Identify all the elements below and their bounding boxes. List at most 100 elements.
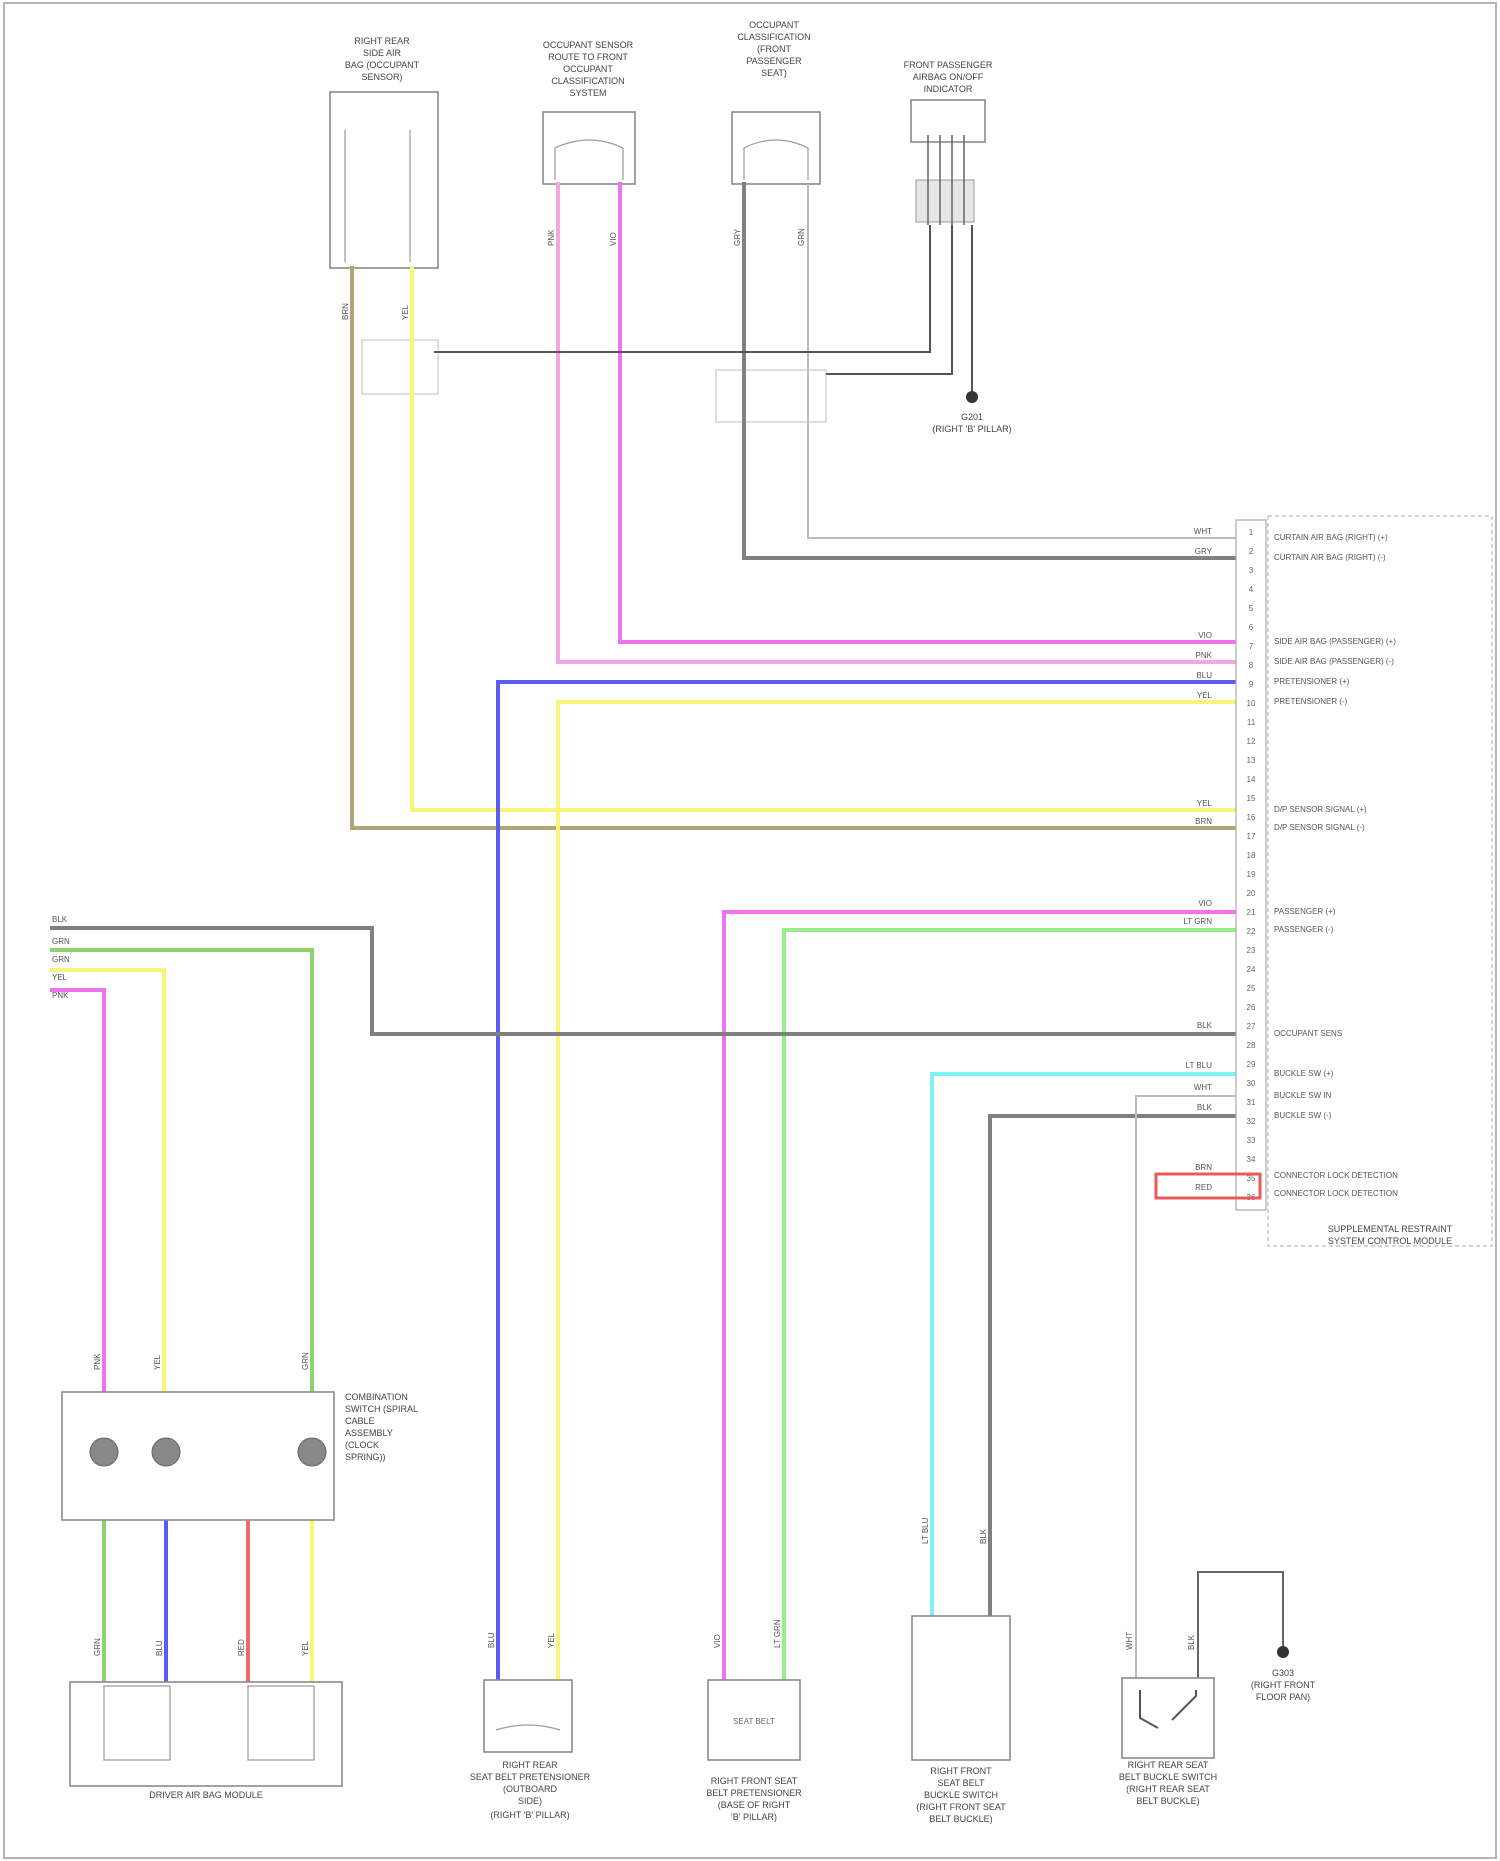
svg-text:LT BLU: LT BLU xyxy=(921,1517,930,1544)
srs-pin-number: 25 xyxy=(1247,984,1256,993)
svg-text:VIO: VIO xyxy=(609,232,618,246)
svg-text:ROUTE TO FRONT: ROUTE TO FRONT xyxy=(548,52,628,62)
srs-pin-number: 33 xyxy=(1247,1136,1256,1145)
svg-text:YEL: YEL xyxy=(1197,799,1213,808)
svg-text:ASSEMBLY: ASSEMBLY xyxy=(345,1428,393,1438)
svg-text:CABLE: CABLE xyxy=(345,1416,375,1426)
svg-text:(FRONT: (FRONT xyxy=(757,44,791,54)
svg-text:BUCKLE SW (+): BUCKLE SW (+) xyxy=(1274,1069,1334,1078)
occupant-sensor-module-box xyxy=(543,112,635,184)
svg-text:BLK: BLK xyxy=(1197,1103,1213,1112)
occupant-classification-sensor-label: OCCUPANT CLASSIFICATION (FRONT PASSENGER… xyxy=(737,20,810,78)
srs-pin-number: 19 xyxy=(1247,870,1256,879)
srs-pin-number: 13 xyxy=(1247,756,1256,765)
srs-pin-number: 16 xyxy=(1247,813,1256,822)
svg-text:G201: G201 xyxy=(961,412,983,422)
svg-text:CONNECTOR LOCK DETECTION: CONNECTOR LOCK DETECTION xyxy=(1274,1171,1398,1180)
svg-text:OCCUPANT SENSOR: OCCUPANT SENSOR xyxy=(543,40,634,50)
srs-pin-number: 15 xyxy=(1247,794,1256,803)
wire-gray-classification xyxy=(744,184,1255,558)
driver-airbag-box xyxy=(70,1682,342,1786)
srs-pin-number: 14 xyxy=(1247,775,1256,784)
svg-text:SIDE AIR BAG (PASSENGER) (+): SIDE AIR BAG (PASSENGER) (+) xyxy=(1274,637,1396,646)
svg-text:AIRBAG ON/OFF: AIRBAG ON/OFF xyxy=(913,72,984,82)
ground-right-label: G303 (RIGHT FRONT FLOOR PAN) xyxy=(1251,1668,1316,1702)
svg-text:BRN: BRN xyxy=(341,303,350,320)
srs-pin-number: 1 xyxy=(1249,528,1254,537)
svg-text:OCCUPANT: OCCUPANT xyxy=(563,64,613,74)
svg-text:PNK: PNK xyxy=(52,991,69,1000)
srs-pin-number: 20 xyxy=(1247,889,1256,898)
driver-airbag-label: DRIVER AIR BAG MODULE xyxy=(149,1790,263,1800)
svg-text:WHT: WHT xyxy=(1194,527,1212,536)
srs-module-outline xyxy=(1268,516,1492,1246)
srs-pin-number: 24 xyxy=(1247,965,1256,974)
svg-text:VIO: VIO xyxy=(713,1634,722,1648)
srs-pin-number: 29 xyxy=(1247,1060,1256,1069)
svg-text:BELT BUCKLE SWITCH: BELT BUCKLE SWITCH xyxy=(1119,1772,1217,1782)
combination-switch-label: COMBINATION SWITCH (SPIRAL CABLE ASSEMBL… xyxy=(345,1392,418,1462)
rear-buckle-switch-box xyxy=(1122,1678,1214,1758)
srs-pin-number: 23 xyxy=(1247,946,1256,955)
right-rear-side-airbag-label: RIGHT REAR SIDE AIR BAG (OCCUPANT SENSOR… xyxy=(345,36,420,82)
svg-text:BLK: BLK xyxy=(979,1528,988,1544)
svg-text:RIGHT FRONT SEAT: RIGHT FRONT SEAT xyxy=(711,1776,798,1786)
inline-connector-a xyxy=(362,340,438,394)
srs-pin-number: 10 xyxy=(1247,699,1256,708)
wire-pink-clockspring xyxy=(52,990,104,1390)
svg-text:BLK: BLK xyxy=(1197,1021,1213,1030)
wire-lt-green-front xyxy=(784,930,1255,1684)
svg-text:RIGHT REAR: RIGHT REAR xyxy=(354,36,410,46)
svg-text:GRN: GRN xyxy=(93,1638,102,1656)
srs-pin-number: 8 xyxy=(1249,661,1254,670)
svg-text:(OUTBOARD: (OUTBOARD xyxy=(503,1784,558,1794)
svg-text:PASSENGER: PASSENGER xyxy=(746,56,802,66)
svg-text:BLU: BLU xyxy=(487,1632,496,1648)
inline-connector-b xyxy=(716,370,826,422)
clockspring-contact-1 xyxy=(90,1438,118,1466)
wire-indicator-1 xyxy=(434,225,930,352)
svg-text:PASSENGER (-): PASSENGER (-) xyxy=(1274,925,1334,934)
svg-text:BELT PRETENSIONER: BELT PRETENSIONER xyxy=(706,1788,802,1798)
occupant-sensor-module-label: OCCUPANT SENSOR ROUTE TO FRONT OCCUPANT … xyxy=(543,40,634,98)
srs-pin-number: 4 xyxy=(1249,585,1254,594)
svg-text:YEL: YEL xyxy=(401,304,410,320)
svg-text:CONNECTOR LOCK DETECTION: CONNECTOR LOCK DETECTION xyxy=(1274,1189,1398,1198)
srs-pin-number: 26 xyxy=(1247,1003,1256,1012)
srs-pin-number: 22 xyxy=(1247,927,1256,936)
svg-text:GRY: GRY xyxy=(1195,547,1213,556)
svg-text:(RIGHT FRONT: (RIGHT FRONT xyxy=(1251,1680,1316,1690)
svg-text:SENSOR): SENSOR) xyxy=(361,72,402,82)
svg-text:COMBINATION: COMBINATION xyxy=(345,1392,408,1402)
svg-text:SIDE): SIDE) xyxy=(518,1796,542,1806)
svg-text:CURTAIN AIR BAG (RIGHT) (-): CURTAIN AIR BAG (RIGHT) (-) xyxy=(1274,553,1386,562)
svg-text:VIO: VIO xyxy=(1198,899,1212,908)
svg-text:PNK: PNK xyxy=(93,1353,102,1370)
wire-blue-pretensioner xyxy=(498,682,1255,1684)
svg-text:(RIGHT FRONT SEAT: (RIGHT FRONT SEAT xyxy=(916,1802,1006,1812)
svg-text:YEL: YEL xyxy=(52,973,68,982)
ground-top-label: G201 (RIGHT 'B' PILLAR) xyxy=(932,412,1011,434)
svg-text:BRN: BRN xyxy=(1195,1163,1212,1172)
srs-pin-number: 32 xyxy=(1247,1117,1256,1126)
svg-text:OCCUPANT SENS: OCCUPANT SENS xyxy=(1274,1029,1342,1038)
srs-pin-number: 5 xyxy=(1249,604,1254,613)
clockspring-contact-3 xyxy=(298,1438,326,1466)
passenger-airbag-indicator-box xyxy=(911,100,985,142)
svg-text:(RIGHT REAR SEAT: (RIGHT REAR SEAT xyxy=(1126,1784,1210,1794)
rear-pretensioner-box xyxy=(484,1680,572,1752)
svg-text:SEAT BELT PRETENSIONER: SEAT BELT PRETENSIONER xyxy=(470,1772,591,1782)
wire-yellow-pretensioner xyxy=(558,702,1255,1684)
svg-text:GRY: GRY xyxy=(733,228,742,246)
svg-text:SPRING)): SPRING)) xyxy=(345,1452,386,1462)
svg-text:(BASE OF RIGHT: (BASE OF RIGHT xyxy=(718,1800,791,1810)
svg-text:BUCKLE SW (-): BUCKLE SW (-) xyxy=(1274,1111,1332,1120)
svg-text:BLK: BLK xyxy=(1187,1634,1196,1650)
svg-text:(RIGHT 'B' PILLAR): (RIGHT 'B' PILLAR) xyxy=(932,424,1011,434)
svg-text:PNK: PNK xyxy=(547,229,556,246)
svg-text:'B' PILLAR): 'B' PILLAR) xyxy=(731,1812,777,1822)
svg-text:RED: RED xyxy=(237,1639,246,1656)
svg-text:SIDE AIR BAG (PASSENGER) (-): SIDE AIR BAG (PASSENGER) (-) xyxy=(1274,657,1394,666)
svg-text:SIDE AIR: SIDE AIR xyxy=(363,48,402,58)
